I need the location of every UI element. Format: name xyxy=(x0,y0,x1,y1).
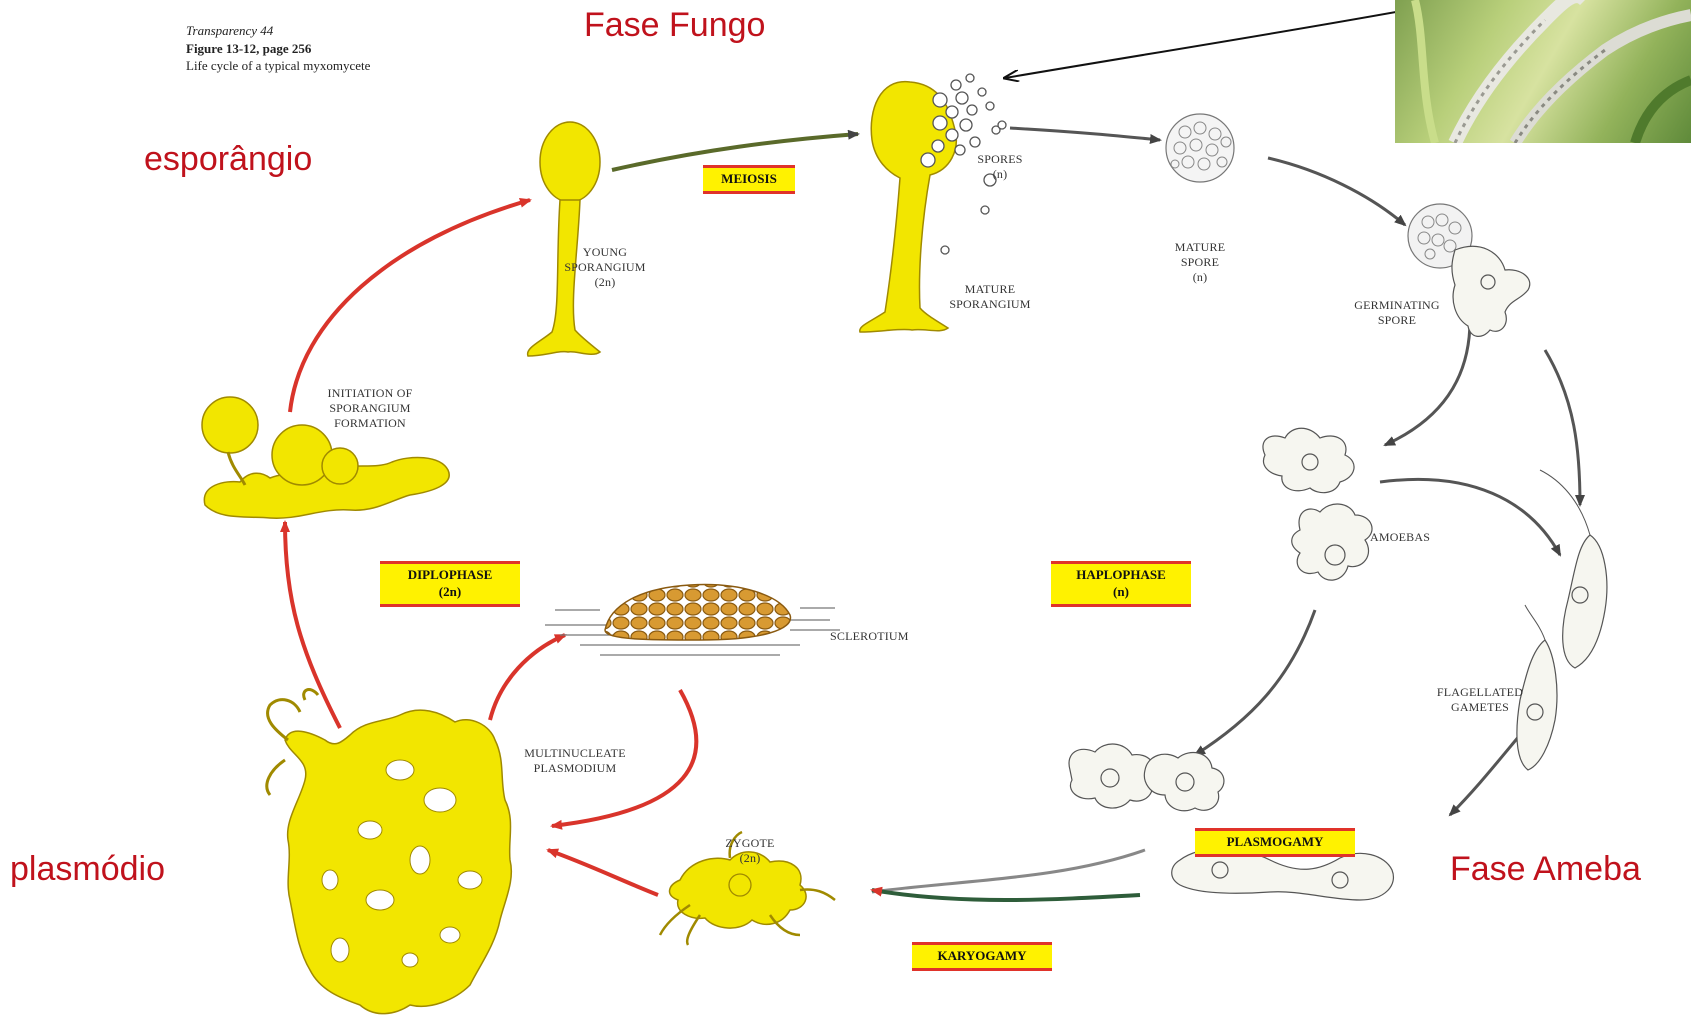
label-mature-spore: MATURE SPORE (n) xyxy=(1150,240,1250,285)
label-initiation: INITIATION OF SPORANGIUM FORMATION xyxy=(305,386,435,431)
label-sclerotium: SCLEROTIUM xyxy=(830,629,940,644)
young-sporangium-graphic xyxy=(528,122,600,356)
haplophase-box: HAPLOPHASE (n) xyxy=(1051,561,1191,607)
label-spores: SPORES (n) xyxy=(965,152,1035,182)
label-young-sporangium: YOUNG SPORANGIUM (2n) xyxy=(540,245,670,290)
annotation-plasmodio: plasmódio xyxy=(10,850,165,889)
caption-line-3: Life cycle of a typical myxomycete xyxy=(186,57,370,75)
diplophase-box: DIPLOPHASE (2n) xyxy=(380,561,520,607)
label-zygote: ZYGOTE (2n) xyxy=(715,836,785,866)
caption-line-1: Transparency 44 xyxy=(186,22,370,40)
photo-texture xyxy=(1395,0,1691,143)
label-multinucleate-plasmodium: MULTINUCLEATE PLASMODIUM xyxy=(505,746,645,776)
caption-line-2: Figure 13-12, page 256 xyxy=(186,40,370,58)
figure-caption: Transparency 44 Figure 13-12, page 256 L… xyxy=(186,22,370,75)
label-mature-sporangium: MATURE SPORANGIUM xyxy=(930,282,1050,312)
amoebas-graphic xyxy=(1263,428,1372,580)
label-germinating-spore: GERMINATING SPORE xyxy=(1332,298,1462,328)
myxomycete-photo xyxy=(1395,0,1691,143)
annotation-esporangio: esporângio xyxy=(144,140,312,179)
plasmodium-graphic xyxy=(267,690,512,1014)
flagellated-gametes-graphic xyxy=(1517,470,1607,770)
meiosis-box: MEIOSIS xyxy=(703,165,795,194)
label-amoebas: AMOEBAS xyxy=(1370,530,1460,545)
sclerotium-graphic xyxy=(545,585,840,655)
mature-spore-graphic xyxy=(1166,114,1234,182)
annotation-fase-fungo: Fase Fungo xyxy=(584,6,765,45)
plasmogamy-box: PLASMOGAMY xyxy=(1195,828,1355,857)
plasmogamy-graphic xyxy=(1069,744,1393,900)
annotation-fase-ameba: Fase Ameba xyxy=(1450,850,1641,889)
karyogamy-box: KARYOGAMY xyxy=(912,942,1052,971)
label-flagellated-gametes: FLAGELLATED GAMETES xyxy=(1425,685,1535,715)
